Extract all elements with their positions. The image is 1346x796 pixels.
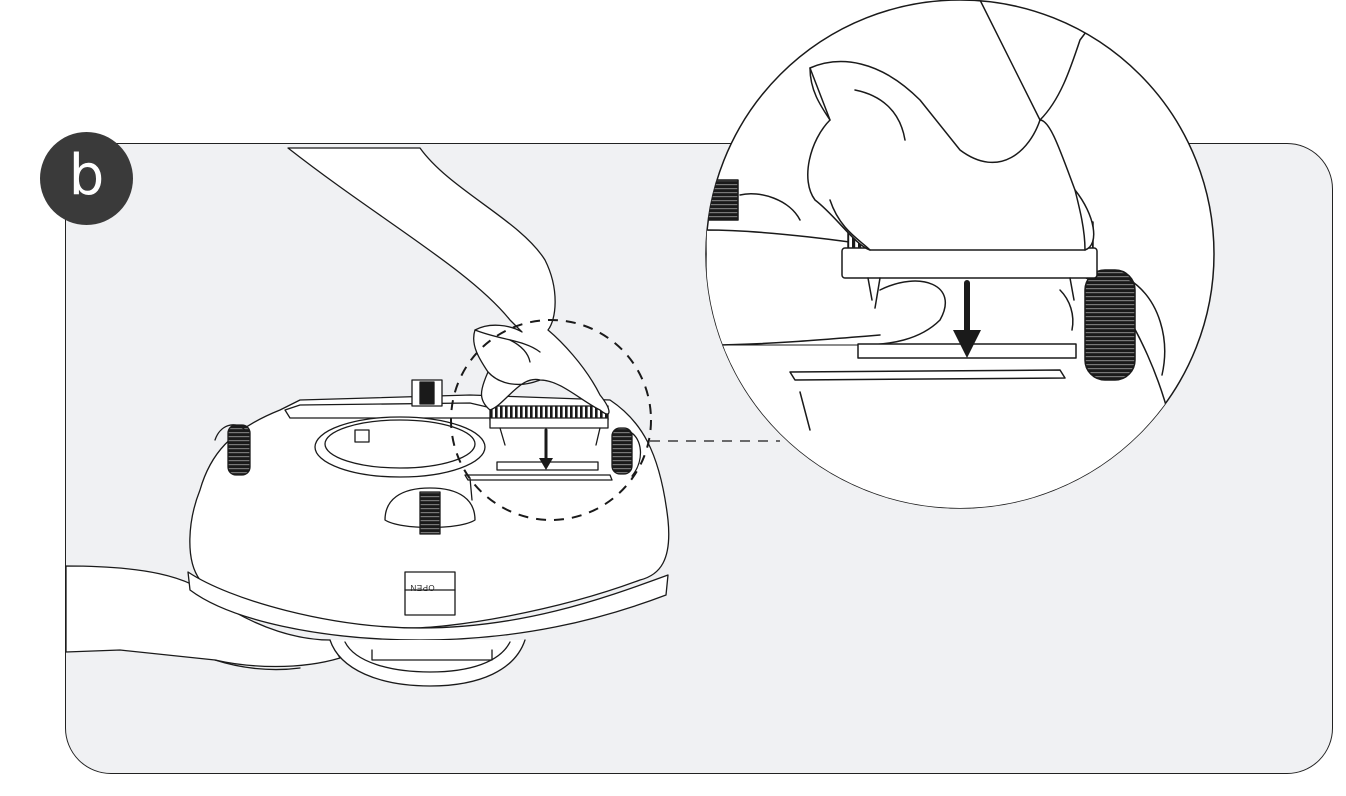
front-latch	[404, 571, 456, 616]
right-wheel	[611, 427, 633, 475]
robot-bumper	[187, 571, 669, 641]
step-badge-label: b	[68, 142, 105, 208]
magnifier-circle-icon	[705, 0, 1215, 509]
top-recess	[314, 416, 486, 478]
hand-icon	[287, 147, 610, 415]
left-wheel	[227, 424, 251, 476]
lid-open-label: OPEN	[410, 583, 435, 592]
dashed-callout-icon	[450, 319, 652, 521]
robot-handle	[329, 639, 526, 687]
step-badge: b	[40, 132, 133, 225]
robot-main-view	[65, 147, 670, 687]
lower-hand-icon	[65, 565, 341, 668]
